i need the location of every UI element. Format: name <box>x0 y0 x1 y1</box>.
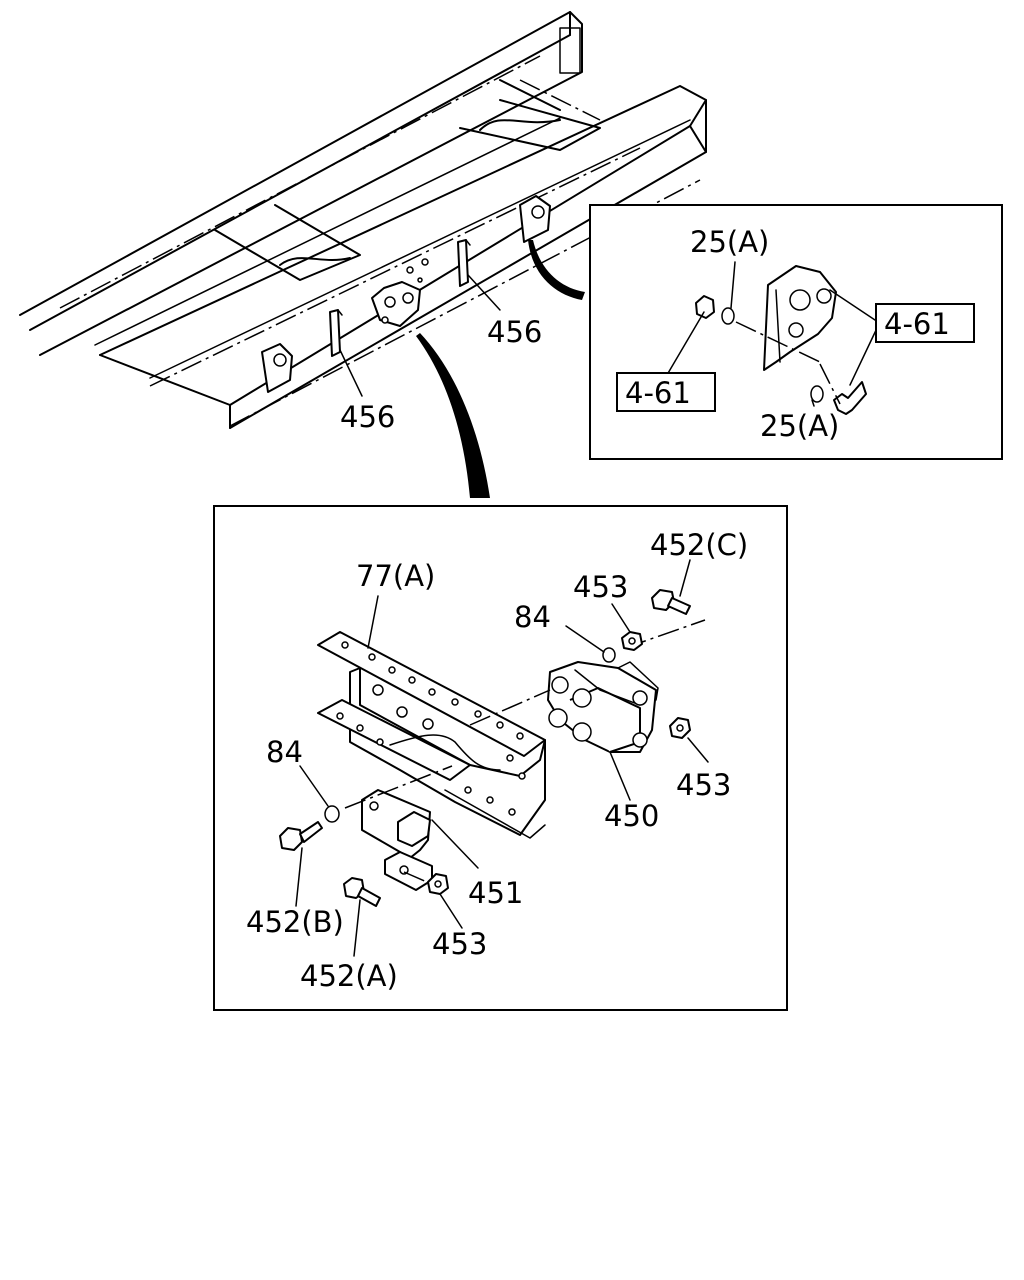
washer-84-top <box>602 647 616 663</box>
label-453-right: 453 <box>676 768 731 802</box>
frame-bracket-left <box>261 343 293 393</box>
label-25a-bottom: 25(A) <box>760 409 839 443</box>
label-456-left: 456 <box>340 400 395 434</box>
washer-84-left <box>324 805 340 823</box>
label-452a: 452(A) <box>300 959 398 993</box>
label-453-bottom: 453 <box>432 927 487 961</box>
leader-453-bottom <box>439 893 463 929</box>
leader-452a <box>353 899 361 957</box>
leader-25a-bottom <box>811 399 815 407</box>
nut-453-bottom <box>427 873 449 895</box>
label-4-61-left: 4-61 <box>625 376 691 410</box>
detail1-washer-top <box>721 307 735 325</box>
leader-84-left <box>299 765 329 807</box>
label-25a-top: 25(A) <box>690 225 769 259</box>
leader-452c <box>679 559 691 597</box>
detail1-washer-bottom <box>810 385 824 403</box>
bolt-452b <box>279 821 323 851</box>
leader-4-61-right-a <box>829 289 879 323</box>
leader-450 <box>609 751 631 801</box>
leader-453-right <box>687 737 709 763</box>
label-77a: 77(A) <box>356 559 435 593</box>
label-84-top: 84 <box>514 600 551 634</box>
nut-453-right <box>669 717 691 739</box>
leader-456-left <box>339 349 363 397</box>
nut-453-top <box>621 631 643 651</box>
frame-bracket-right <box>519 195 551 243</box>
spring-bracket-450 <box>547 661 659 753</box>
leader-84-top <box>565 625 605 653</box>
label-4-61-right: 4-61 <box>884 307 950 341</box>
spring-bracket-small <box>371 258 429 327</box>
bolt-452a <box>343 877 381 907</box>
leader-25a-top <box>730 261 736 309</box>
label-452c: 452(C) <box>650 528 748 562</box>
ref-box-4-61-right <box>875 303 975 343</box>
stiffener-456-right <box>457 239 471 287</box>
label-453-top: 453 <box>573 570 628 604</box>
leader-4-61-right-b <box>849 325 879 386</box>
ref-box-4-61-left <box>616 372 716 412</box>
bolt-452c <box>651 589 691 615</box>
stiffener-456-left <box>329 309 343 357</box>
label-450: 450 <box>604 799 659 833</box>
leader-452b <box>295 847 303 907</box>
label-456-right: 456 <box>487 315 542 349</box>
label-452b: 452(B) <box>246 905 344 939</box>
detail1-bolt <box>833 381 867 415</box>
label-84-left: 84 <box>266 735 303 769</box>
crossmember-77a <box>317 631 546 839</box>
leader-451 <box>431 819 479 869</box>
callout-arrow-to-detail1 <box>528 240 585 300</box>
leader-77a <box>367 595 379 649</box>
leader-456-right <box>467 274 501 311</box>
bracket-451 <box>361 789 433 891</box>
leader-4-61-left <box>663 311 705 381</box>
callout-arrow-to-detail2 <box>416 333 490 498</box>
detail-box-2 <box>213 505 788 1011</box>
chassis-frame <box>19 11 707 429</box>
label-451: 451 <box>468 876 523 910</box>
detail1-nut <box>695 295 715 319</box>
leader-453-top <box>611 603 631 633</box>
